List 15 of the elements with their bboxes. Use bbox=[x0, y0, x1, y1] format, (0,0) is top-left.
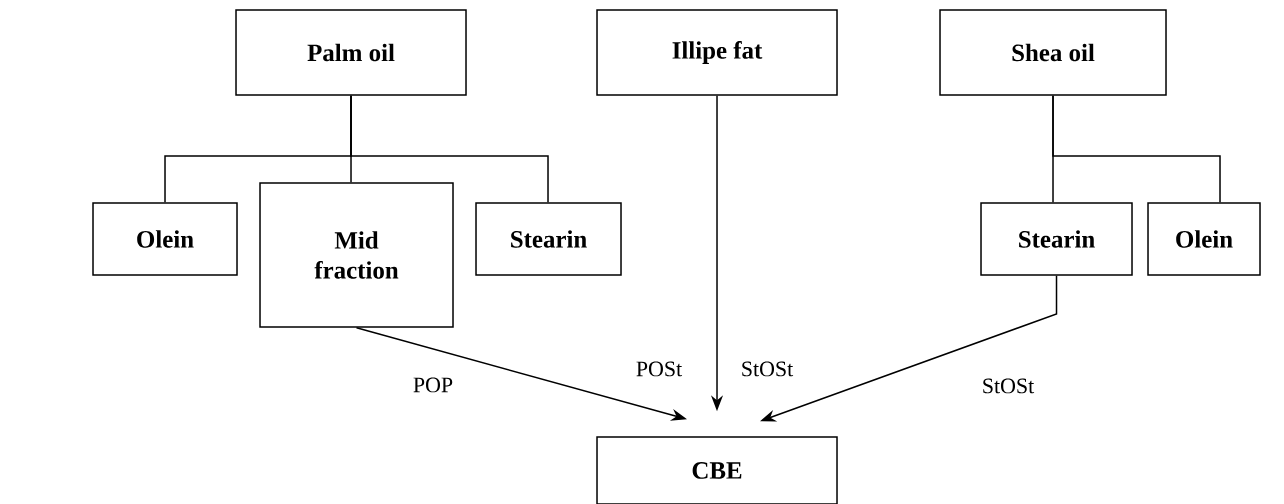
fat-box: Olein bbox=[92, 202, 238, 276]
edge-label: StOSt bbox=[980, 377, 1036, 395]
fat-box: CBE bbox=[596, 436, 838, 504]
connector-line bbox=[1052, 95, 1221, 203]
edge-label: POSt bbox=[634, 360, 684, 378]
fat-box: Shea oil bbox=[939, 9, 1167, 96]
fat-box: Mid fraction bbox=[259, 182, 454, 328]
fat-box: Illipe fat bbox=[596, 9, 838, 96]
fat-box: Stearin bbox=[980, 202, 1133, 276]
fat-box: Stearin bbox=[475, 202, 622, 276]
composition-label: StOSt bbox=[739, 360, 795, 378]
fat-box: Palm oil bbox=[235, 9, 467, 96]
edge-label: POP bbox=[411, 376, 455, 394]
connector-line bbox=[350, 95, 549, 203]
fat-box: Olein bbox=[1147, 202, 1261, 276]
